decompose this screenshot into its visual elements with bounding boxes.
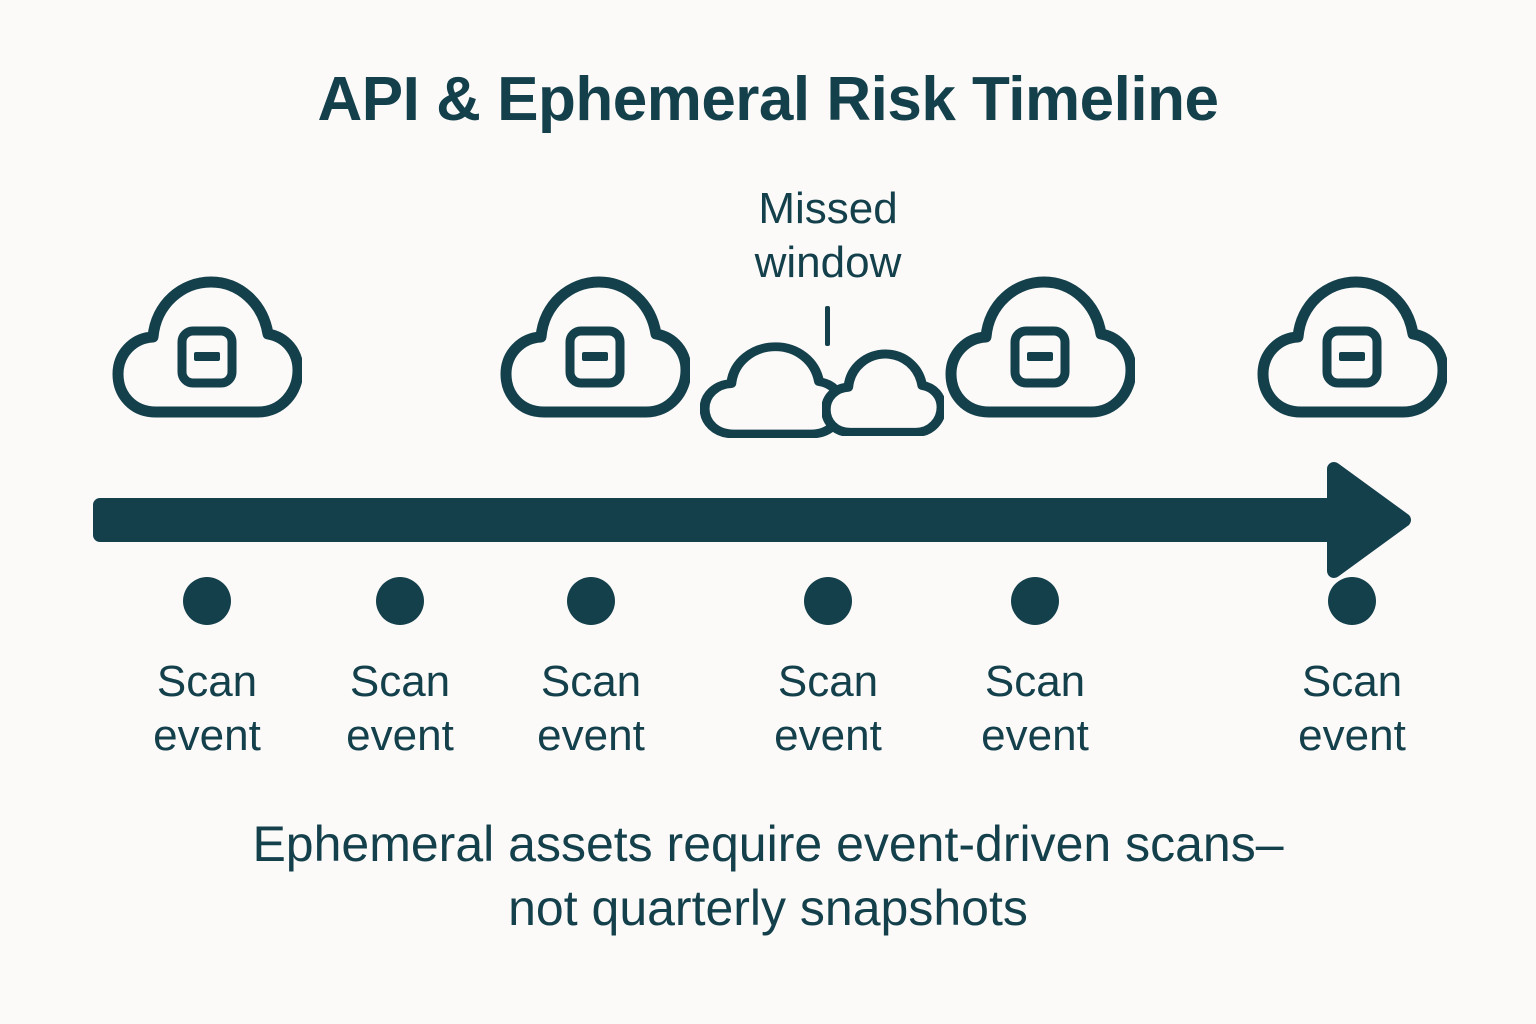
dot-marker-icon bbox=[1328, 577, 1376, 625]
tick-mark-icon bbox=[825, 306, 830, 346]
event-label: Scan event bbox=[774, 657, 882, 760]
event-label: Scan event bbox=[153, 657, 261, 760]
cloud-icon bbox=[821, 348, 947, 441]
event-label: Scan event bbox=[1298, 657, 1406, 760]
event-label: Scan event bbox=[537, 657, 645, 760]
right-arrow-icon bbox=[92, 460, 1412, 580]
dot-marker-icon bbox=[804, 577, 852, 625]
dot-marker-icon bbox=[567, 577, 615, 625]
cloud-with-server-icon bbox=[500, 272, 692, 423]
cloud-with-server-icon bbox=[1257, 272, 1449, 423]
event-label: Scan event bbox=[346, 657, 454, 760]
dot-marker-icon bbox=[376, 577, 424, 625]
event-label: Scan event bbox=[981, 657, 1089, 760]
missed-window-label: Missed window bbox=[754, 184, 902, 287]
cloud-with-server-icon bbox=[112, 272, 304, 423]
cloud-with-server-icon bbox=[945, 272, 1137, 423]
page-title: API & Ephemeral Risk Timeline bbox=[317, 65, 1219, 134]
dot-marker-icon bbox=[1011, 577, 1059, 625]
dot-marker-icon bbox=[183, 577, 231, 625]
caption-text: Ephemeral assets require event-driven sc… bbox=[252, 816, 1284, 936]
